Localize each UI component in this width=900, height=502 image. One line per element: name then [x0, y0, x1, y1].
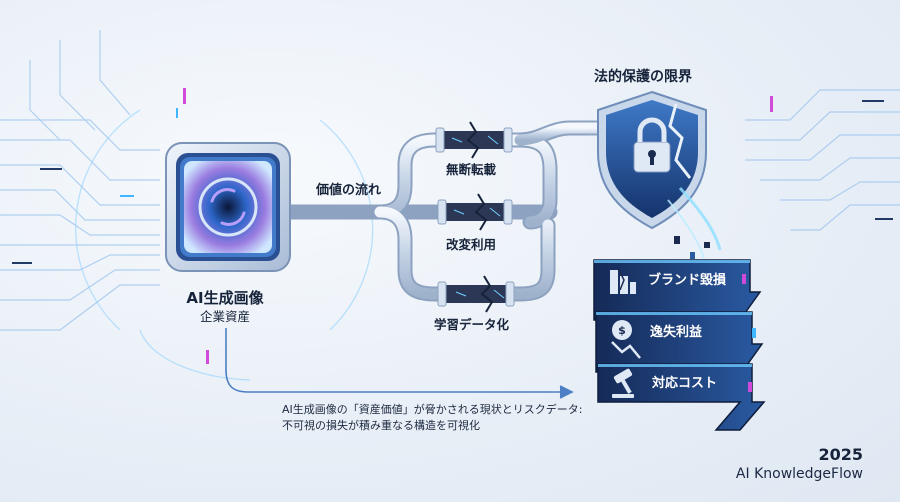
damaged-segment-2: [437, 193, 513, 231]
footer-brand: AI KnowledgeFlow: [735, 466, 863, 482]
caption-arrow: [225, 328, 574, 399]
footer-year: 2025: [818, 445, 863, 464]
gavel-icon: [612, 368, 634, 398]
branch-label-1: 無断転載: [446, 162, 497, 177]
source-asset-box: [165, 142, 291, 272]
risk-label-1: ブランド毀損: [648, 273, 727, 288]
orbit-arcs: [75, 109, 374, 381]
cracked-shield-lock-icon: [582, 80, 722, 259]
circuit-lines-right: [745, 89, 900, 231]
damaged-segment-1: [435, 121, 513, 159]
svg-text:$: $: [618, 324, 626, 337]
caption-line-2: 不可視の損失が積み重なる構造を可視化: [282, 419, 480, 432]
risk-label-3: 対応コスト: [652, 376, 718, 391]
risk-label-2: 逸失利益: [650, 325, 703, 340]
swirl-image-icon: [198, 177, 258, 237]
money-down-icon: $: [611, 320, 641, 359]
branch-label-3: 学習データ化: [434, 317, 510, 332]
caption-line-1: AI生成画像の「資産価値」が脅かされる現状とリスクデータ:: [282, 403, 583, 416]
damaged-segment-3: [437, 275, 515, 313]
flow-label: 価値の流れ: [316, 183, 382, 198]
broken-building-icon: [610, 267, 636, 294]
source-title: AI生成画像: [186, 289, 264, 307]
shield-title: 法的保護の限界: [594, 69, 692, 85]
caption: AI生成画像の「資産価値」が脅かされる現状とリスクデータ: 不可視の損失が積み重…: [282, 402, 582, 434]
source-subtitle: 企業資産: [199, 309, 250, 324]
branch-label-2: 改変利用: [446, 237, 497, 252]
glitch-marks: [12, 88, 893, 364]
circuit-lines-left: [0, 30, 160, 331]
risk-arrow-stack: [593, 259, 766, 431]
